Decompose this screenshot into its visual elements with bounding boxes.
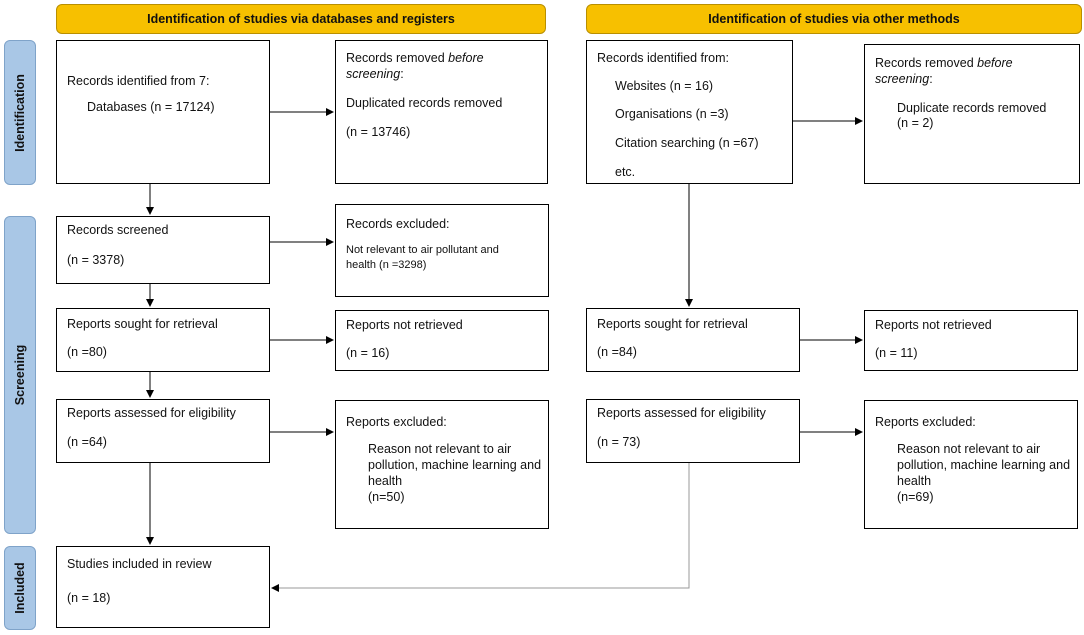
- reports-assessed-count: (n =64): [67, 435, 107, 449]
- records-screened-count: (n = 3378): [67, 253, 125, 267]
- reports-sought-count: (n =80): [67, 345, 107, 359]
- reports-excluded-count: (n=50): [368, 490, 405, 504]
- reports-excluded-right-count: (n=69): [897, 490, 934, 504]
- box-studies-included: Studies included in review (n = 18): [56, 546, 270, 628]
- reports-excluded-title: Reports excluded:: [346, 415, 447, 429]
- records-identified-title: Records identified from 7:: [67, 74, 210, 88]
- phase-screening: Screening: [4, 216, 36, 534]
- records-screened-title: Records screened: [67, 223, 169, 237]
- reports-not-retrieved-right-count: (n = 11): [875, 346, 918, 360]
- header-databases: Identification of studies via databases …: [56, 4, 546, 34]
- box-reports-assessed-right: Reports assessed for eligibility (n = 73…: [586, 399, 800, 463]
- databases-count: Databases (n = 17124): [87, 100, 215, 114]
- organisations-count: Organisations (n =3): [615, 107, 729, 121]
- reports-sought-title: Reports sought for retrieval: [67, 317, 218, 331]
- reports-sought-right-count: (n =84): [597, 345, 637, 359]
- reports-not-retrieved-title: Reports not retrieved: [346, 318, 463, 332]
- box-reports-not-retrieved-left: Reports not retrieved (n = 16): [335, 310, 549, 371]
- box-reports-excluded-left: Reports excluded: Reason not relevant to…: [335, 400, 549, 529]
- records-removed-right-title: Records removed before: [875, 56, 1013, 70]
- studies-included-count: (n = 18): [67, 591, 111, 605]
- phase-identification: Identification: [4, 40, 36, 185]
- box-reports-excluded-right: Reports excluded: Reason not relevant to…: [864, 400, 1078, 529]
- reports-assessed-right-count: (n = 73): [597, 435, 641, 449]
- box-reports-not-retrieved-right: Reports not retrieved (n = 11): [864, 310, 1078, 371]
- records-excluded-reason: Not relevant to air pollutant and health…: [346, 244, 499, 271]
- arrow-assessed-right-to-included: [271, 463, 690, 592]
- box-records-removed-left: Records removed before screening: Duplic…: [335, 40, 548, 184]
- reports-excluded-right-title: Reports excluded:: [875, 415, 976, 429]
- box-reports-assessed-left: Reports assessed for eligibility (n =64): [56, 399, 270, 463]
- duplicate-records-label: Duplicate records removed: [897, 101, 1047, 115]
- records-removed-right-title-cont: screening:: [875, 72, 933, 86]
- etc-label: etc.: [615, 165, 636, 179]
- box-reports-sought-left: Reports sought for retrieval (n =80): [56, 308, 270, 372]
- box-records-screened: Records screened (n = 3378): [56, 216, 270, 284]
- studies-included-title: Studies included in review: [67, 557, 212, 571]
- box-records-identified-other: Records identified from: Websites (n = 1…: [586, 40, 793, 184]
- records-identified-other-title: Records identified from:: [597, 51, 730, 65]
- phase-included: Included: [4, 546, 36, 630]
- box-records-identified-databases: Records identified from 7: Databases (n …: [56, 40, 270, 184]
- reports-not-retrieved-right-title: Reports not retrieved: [875, 318, 992, 332]
- header-other-methods: Identification of studies via other meth…: [586, 4, 1082, 34]
- records-removed-title: Records removed before: [346, 51, 484, 65]
- duplicated-records-label: Duplicated records removed: [346, 96, 503, 110]
- websites-count: Websites (n = 16): [615, 79, 714, 93]
- box-records-removed-right: Records removed before screening: Duplic…: [864, 44, 1080, 184]
- reports-assessed-right-title: Reports assessed for eligibility: [597, 406, 766, 420]
- reports-assessed-title: Reports assessed for eligibility: [67, 406, 236, 420]
- reports-excluded-reason: Reason not relevant to air pollution, ma…: [368, 442, 542, 488]
- citation-searching-count: Citation searching (n =67): [615, 136, 759, 150]
- reports-sought-right-title: Reports sought for retrieval: [597, 317, 748, 331]
- records-removed-title-cont: screening:: [346, 67, 404, 81]
- duplicate-records-count: (n = 2): [897, 116, 934, 130]
- reports-excluded-right-reason: Reason not relevant to air pollution, ma…: [897, 442, 1071, 488]
- duplicated-records-count: (n = 13746): [346, 125, 411, 139]
- reports-not-retrieved-count: (n = 16): [346, 346, 390, 360]
- records-excluded-title: Records excluded:: [346, 217, 450, 231]
- box-reports-sought-right: Reports sought for retrieval (n =84): [586, 308, 800, 372]
- box-records-excluded: Records excluded: Not relevant to air po…: [335, 204, 549, 297]
